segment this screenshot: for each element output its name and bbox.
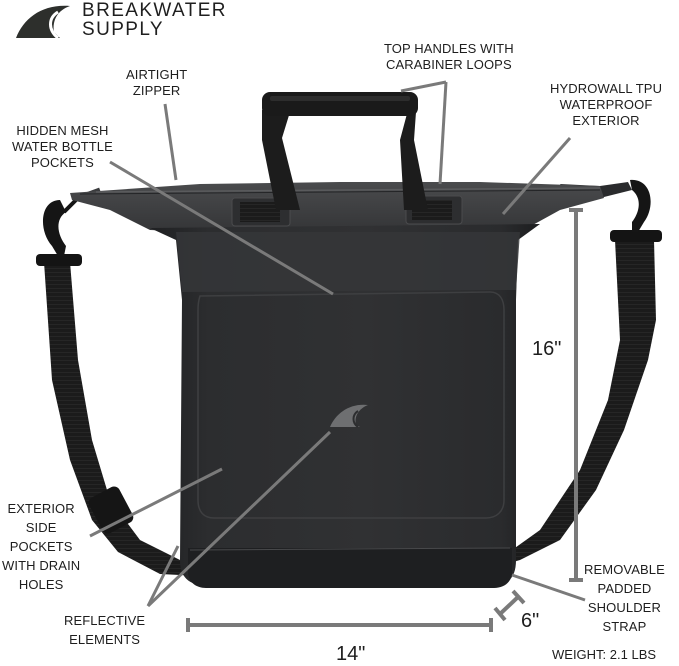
shoulder-strap-left <box>44 262 200 576</box>
callout-text: SHOULDER <box>587 600 661 615</box>
callout-text: POCKETS <box>9 539 73 554</box>
callout-text: ZIPPER <box>132 83 181 98</box>
dimension-height: 16" <box>532 338 562 360</box>
callout-text: AIRTIGHT <box>126 67 188 82</box>
callout-text: TOP HANDLES WITH <box>384 41 514 56</box>
bag-top-closure <box>70 182 604 232</box>
callout-text: REFLECTIVE <box>64 613 146 628</box>
weight-label: WEIGHT: 2.1 LBS <box>552 647 657 662</box>
leader-lines <box>89 80 586 608</box>
dimension-depth: 6" <box>521 610 540 632</box>
callout-text: WATER BOTTLE <box>12 139 113 154</box>
brand-line-2: SUPPLY <box>82 19 164 40</box>
wave-icon <box>16 5 70 40</box>
bag-logo <box>330 404 368 428</box>
bag-body <box>150 195 540 588</box>
callout-reflective-elements: REFLECTIVE ELEMENTS <box>64 611 145 649</box>
dimension-lines <box>186 208 583 632</box>
brand-line-1: BREAKWATER <box>82 0 227 21</box>
callout-text: PADDED <box>597 581 652 596</box>
callout-text: POCKETS <box>31 155 94 170</box>
callout-hidden-mesh: HIDDEN MESH WATER BOTTLE POCKETS <box>12 123 113 171</box>
callout-text: REMOVABLE <box>584 562 665 577</box>
callout-text: EXTERIOR <box>7 501 75 516</box>
callout-text: CARABINER LOOPS <box>385 57 512 72</box>
callout-text: STRAP <box>602 619 647 634</box>
callout-airtight-zipper: AIRTIGHT ZIPPER <box>126 67 187 99</box>
brand-name: BREAKWATER SUPPLY <box>82 1 227 39</box>
callout-shoulder-strap: REMOVABLE PADDED SHOULDER STRAP <box>584 560 665 636</box>
callout-text: EXTERIOR <box>572 113 640 128</box>
carabiner-left <box>36 187 101 266</box>
dimension-width: 14" <box>336 643 366 665</box>
callout-exterior-side-pockets: EXTERIOR SIDE POCKETS WITH DRAIN HOLES <box>2 499 80 594</box>
callout-top-handles: TOP HANDLES WITH CARABINER LOOPS <box>384 41 514 73</box>
callout-text: WITH DRAIN <box>2 558 81 573</box>
callout-text: ELEMENTS <box>69 632 141 647</box>
callout-text: SIDE <box>25 520 57 535</box>
brand-logo: BREAKWATER SUPPLY <box>14 0 227 40</box>
callout-hydrowall: HYDROWALL TPU WATERPROOF EXTERIOR <box>550 81 662 129</box>
top-handles <box>262 92 428 210</box>
callout-text: HYDROWALL TPU <box>550 81 663 96</box>
callout-text: HOLES <box>18 577 64 592</box>
callout-text: HIDDEN MESH <box>16 123 109 138</box>
callout-text: WATERPROOF <box>559 97 653 112</box>
